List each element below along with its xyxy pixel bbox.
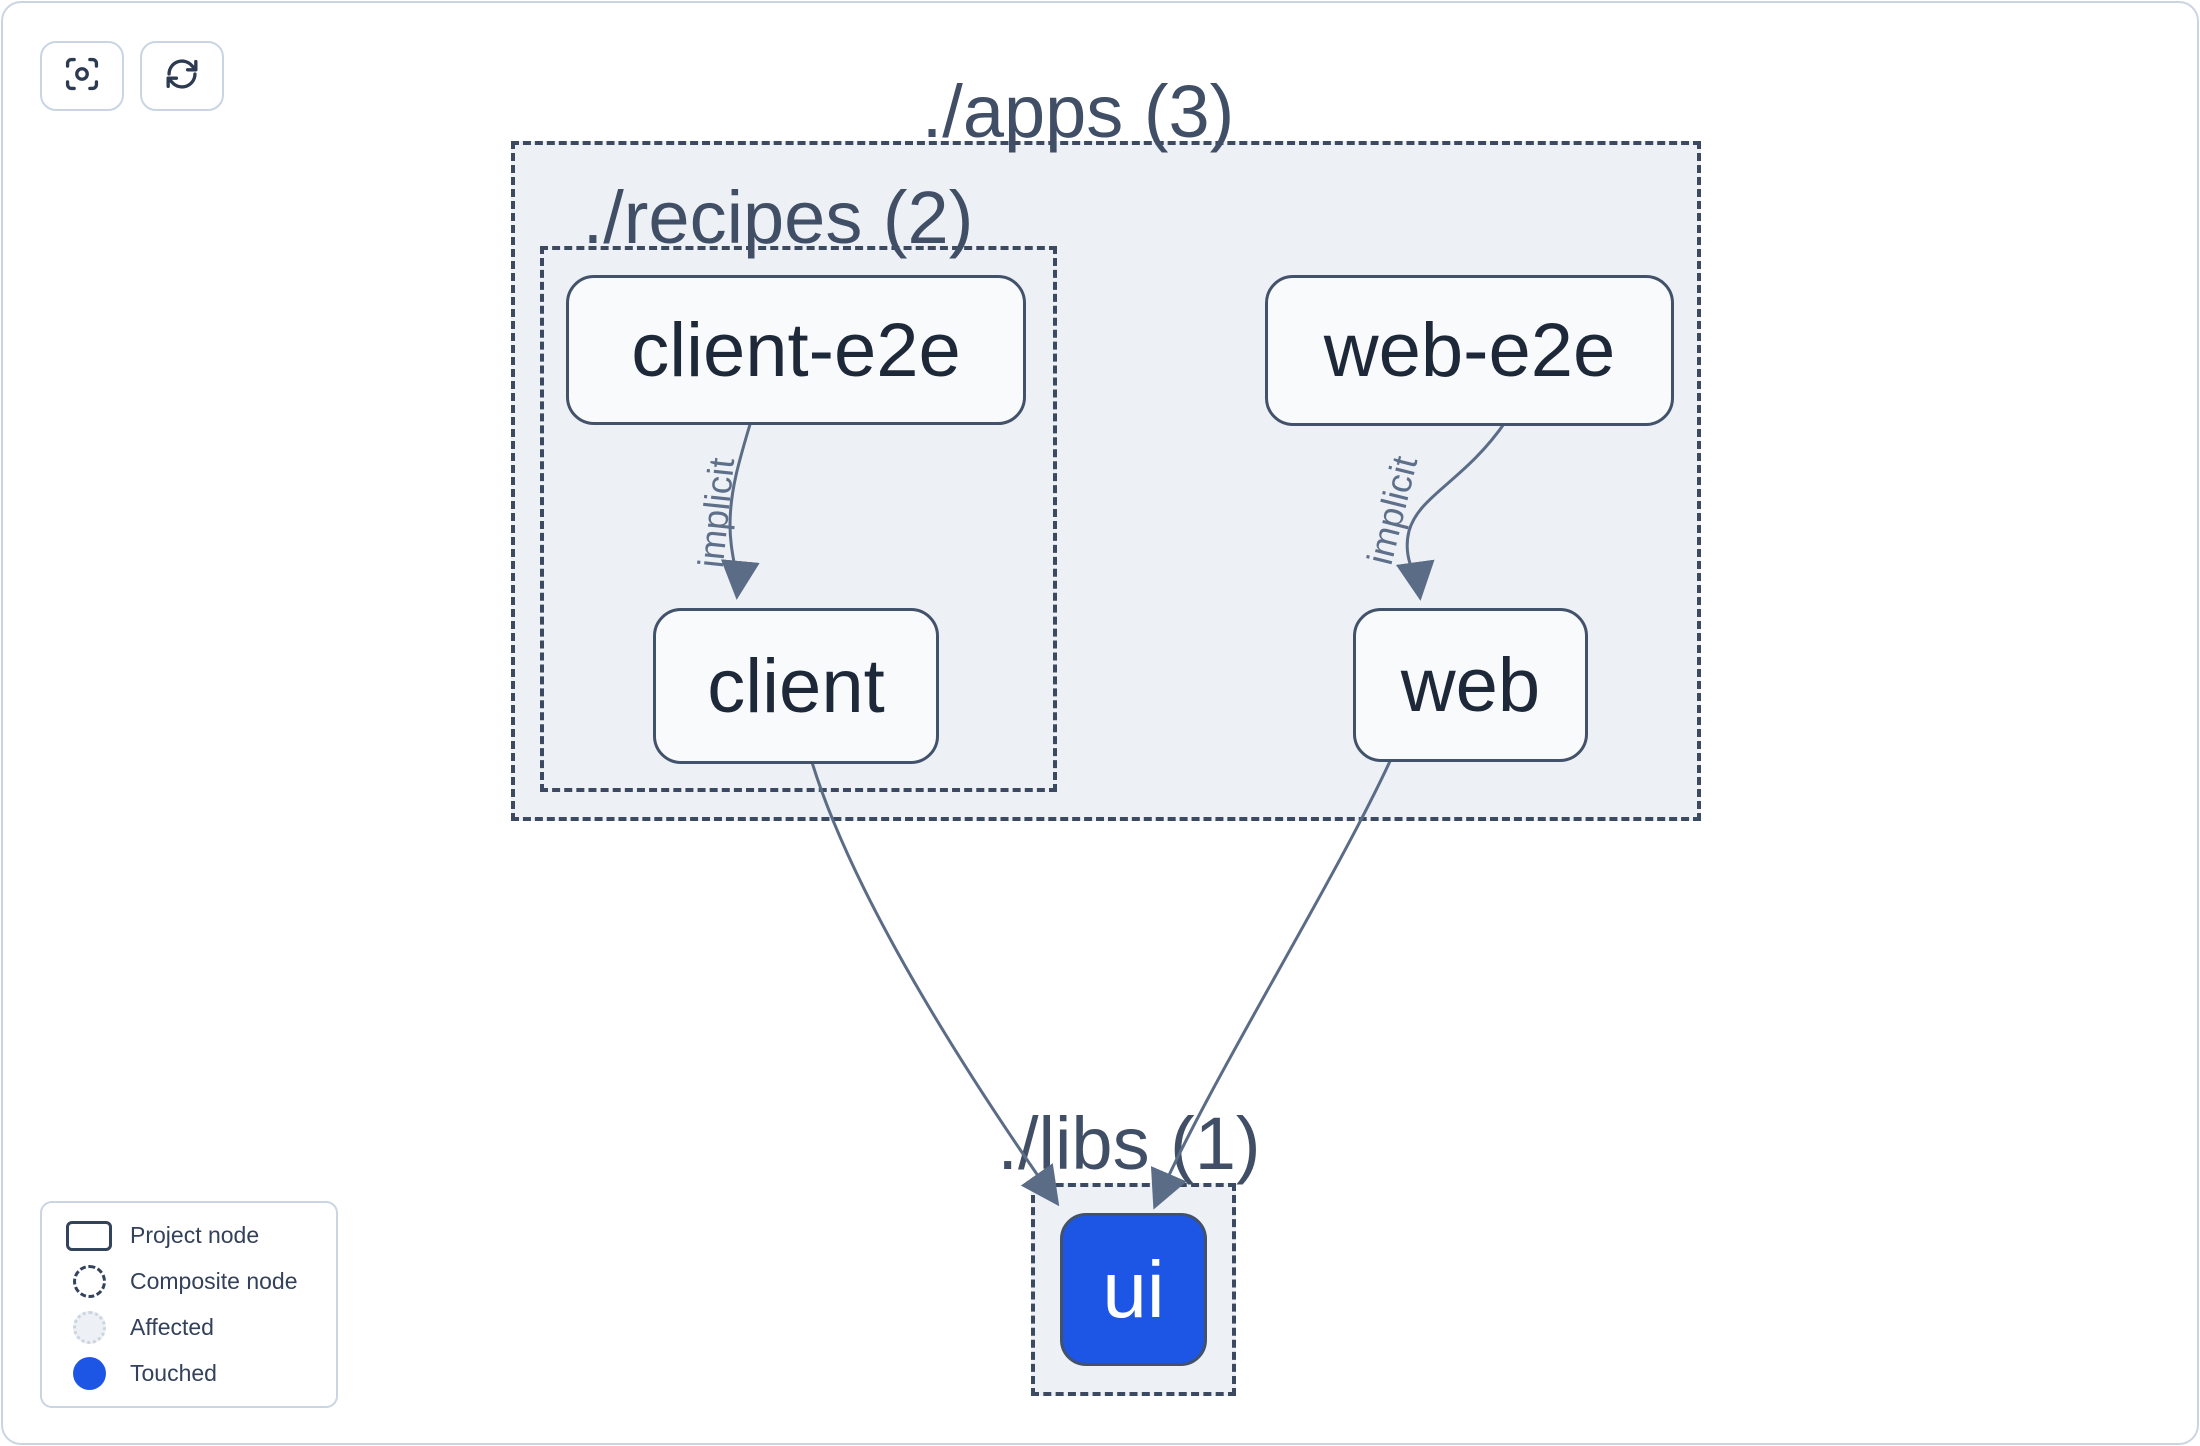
- viewfinder-center-icon: [61, 53, 103, 100]
- composite-node-swatch: [72, 1265, 106, 1298]
- legend-label: Project node: [130, 1222, 260, 1248]
- legend-row-touched: Touched: [60, 1351, 318, 1397]
- legend-row-affected: Affected: [60, 1305, 318, 1351]
- legend-label: Composite node: [130, 1268, 298, 1294]
- container-title-apps: ./apps (3): [921, 70, 1235, 153]
- project-node-client[interactable]: client: [653, 608, 939, 764]
- graph-legend: Project node Composite node Affected Tou…: [40, 1201, 338, 1408]
- project-node-swatch: [66, 1220, 112, 1251]
- legend-label: Touched: [130, 1360, 217, 1386]
- center-graph-button[interactable]: [40, 41, 124, 111]
- refresh-icon: [161, 53, 203, 100]
- project-node-client-e2e[interactable]: client-e2e: [566, 275, 1026, 425]
- project-node-web[interactable]: web: [1353, 608, 1588, 762]
- project-node-web-e2e[interactable]: web-e2e: [1265, 275, 1674, 426]
- project-node-ui[interactable]: ui: [1060, 1213, 1207, 1366]
- legend-row-composite-node: Composite node: [60, 1259, 318, 1305]
- refresh-graph-button[interactable]: [140, 41, 224, 111]
- container-title-recipes: ./recipes (2): [582, 176, 974, 259]
- container-title-libs: ./libs (1): [997, 1102, 1261, 1185]
- legend-row-project-node: Project node: [60, 1213, 318, 1259]
- legend-label: Affected: [130, 1314, 214, 1340]
- affected-swatch: [72, 1311, 106, 1344]
- touched-swatch: [72, 1357, 106, 1390]
